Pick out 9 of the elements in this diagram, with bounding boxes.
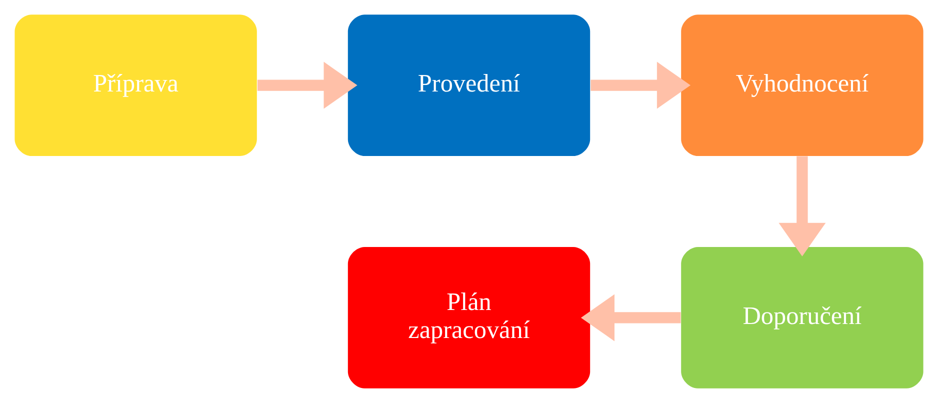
node-box: Vyhodnocení bbox=[681, 14, 924, 156]
arrow bbox=[778, 156, 826, 256]
node-box: Provedení bbox=[348, 14, 590, 156]
arrow bbox=[258, 62, 358, 109]
node-box: Plán zapracování bbox=[348, 247, 590, 388]
arrow bbox=[590, 62, 691, 109]
arrow bbox=[580, 294, 681, 342]
node-box: Doporučení bbox=[681, 247, 924, 388]
node-box: Příprava bbox=[14, 14, 257, 156]
